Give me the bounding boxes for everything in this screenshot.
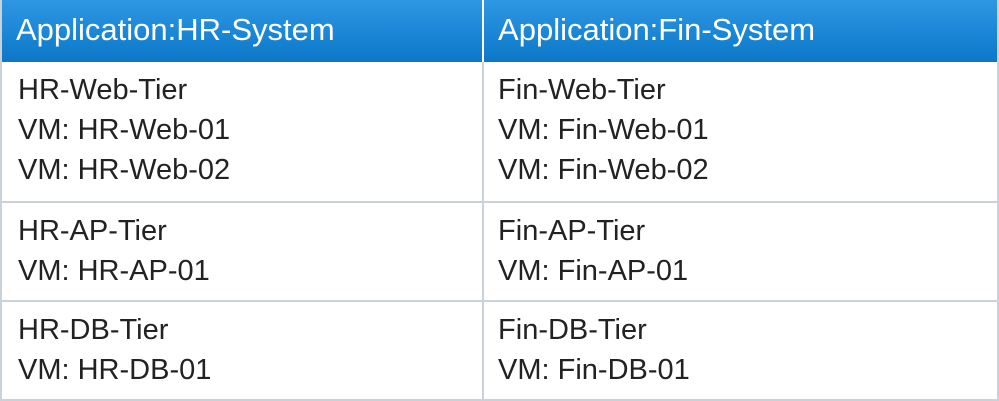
table-row-web-tier: HR-Web-Tier VM: HR-Web-01 VM: HR-Web-02 … xyxy=(2,62,997,201)
vm-name: VM: Fin-Web-02 xyxy=(498,154,709,186)
table-cell: Fin-AP-Tier VM: Fin-AP-01 xyxy=(482,203,997,300)
table-cell: HR-AP-Tier VM: HR-AP-01 xyxy=(2,203,482,300)
vm-name: VM: HR-DB-01 xyxy=(18,354,212,386)
table-cell: HR-Web-Tier VM: HR-Web-01 VM: HR-Web-02 xyxy=(2,62,482,201)
vm-name: VM: Fin-DB-01 xyxy=(498,354,690,386)
tier-name: HR-Web-Tier xyxy=(18,74,188,106)
table-row-ap-tier: HR-AP-Tier VM: HR-AP-01 Fin-AP-Tier VM: … xyxy=(2,201,997,300)
vm-name: VM: HR-Web-01 xyxy=(18,114,231,146)
tier-name: HR-AP-Tier xyxy=(18,215,167,247)
table-cell: HR-DB-Tier VM: HR-DB-01 xyxy=(2,302,482,401)
header-cell-fin-system: Application:Fin-System xyxy=(482,0,997,62)
vm-name: VM: Fin-Web-01 xyxy=(498,114,709,146)
tier-name: HR-DB-Tier xyxy=(18,314,169,346)
vm-name: VM: Fin-AP-01 xyxy=(498,255,689,287)
table-header-row: Application:HR-System Application:Fin-Sy… xyxy=(2,0,997,62)
tier-name: Fin-DB-Tier xyxy=(498,314,647,346)
vm-name: VM: HR-AP-01 xyxy=(18,255,210,287)
header-cell-hr-system: Application:HR-System xyxy=(16,12,335,47)
vm-name: VM: HR-Web-02 xyxy=(18,154,231,186)
table-row-db-tier: HR-DB-Tier VM: HR-DB-01 Fin-DB-Tier VM: … xyxy=(2,300,997,401)
tier-name: Fin-AP-Tier xyxy=(498,215,646,247)
table-cell: Fin-DB-Tier VM: Fin-DB-01 xyxy=(482,302,997,401)
tier-name: Fin-Web-Tier xyxy=(498,74,666,106)
table-cell: Fin-Web-Tier VM: Fin-Web-01 VM: Fin-Web-… xyxy=(482,62,997,201)
